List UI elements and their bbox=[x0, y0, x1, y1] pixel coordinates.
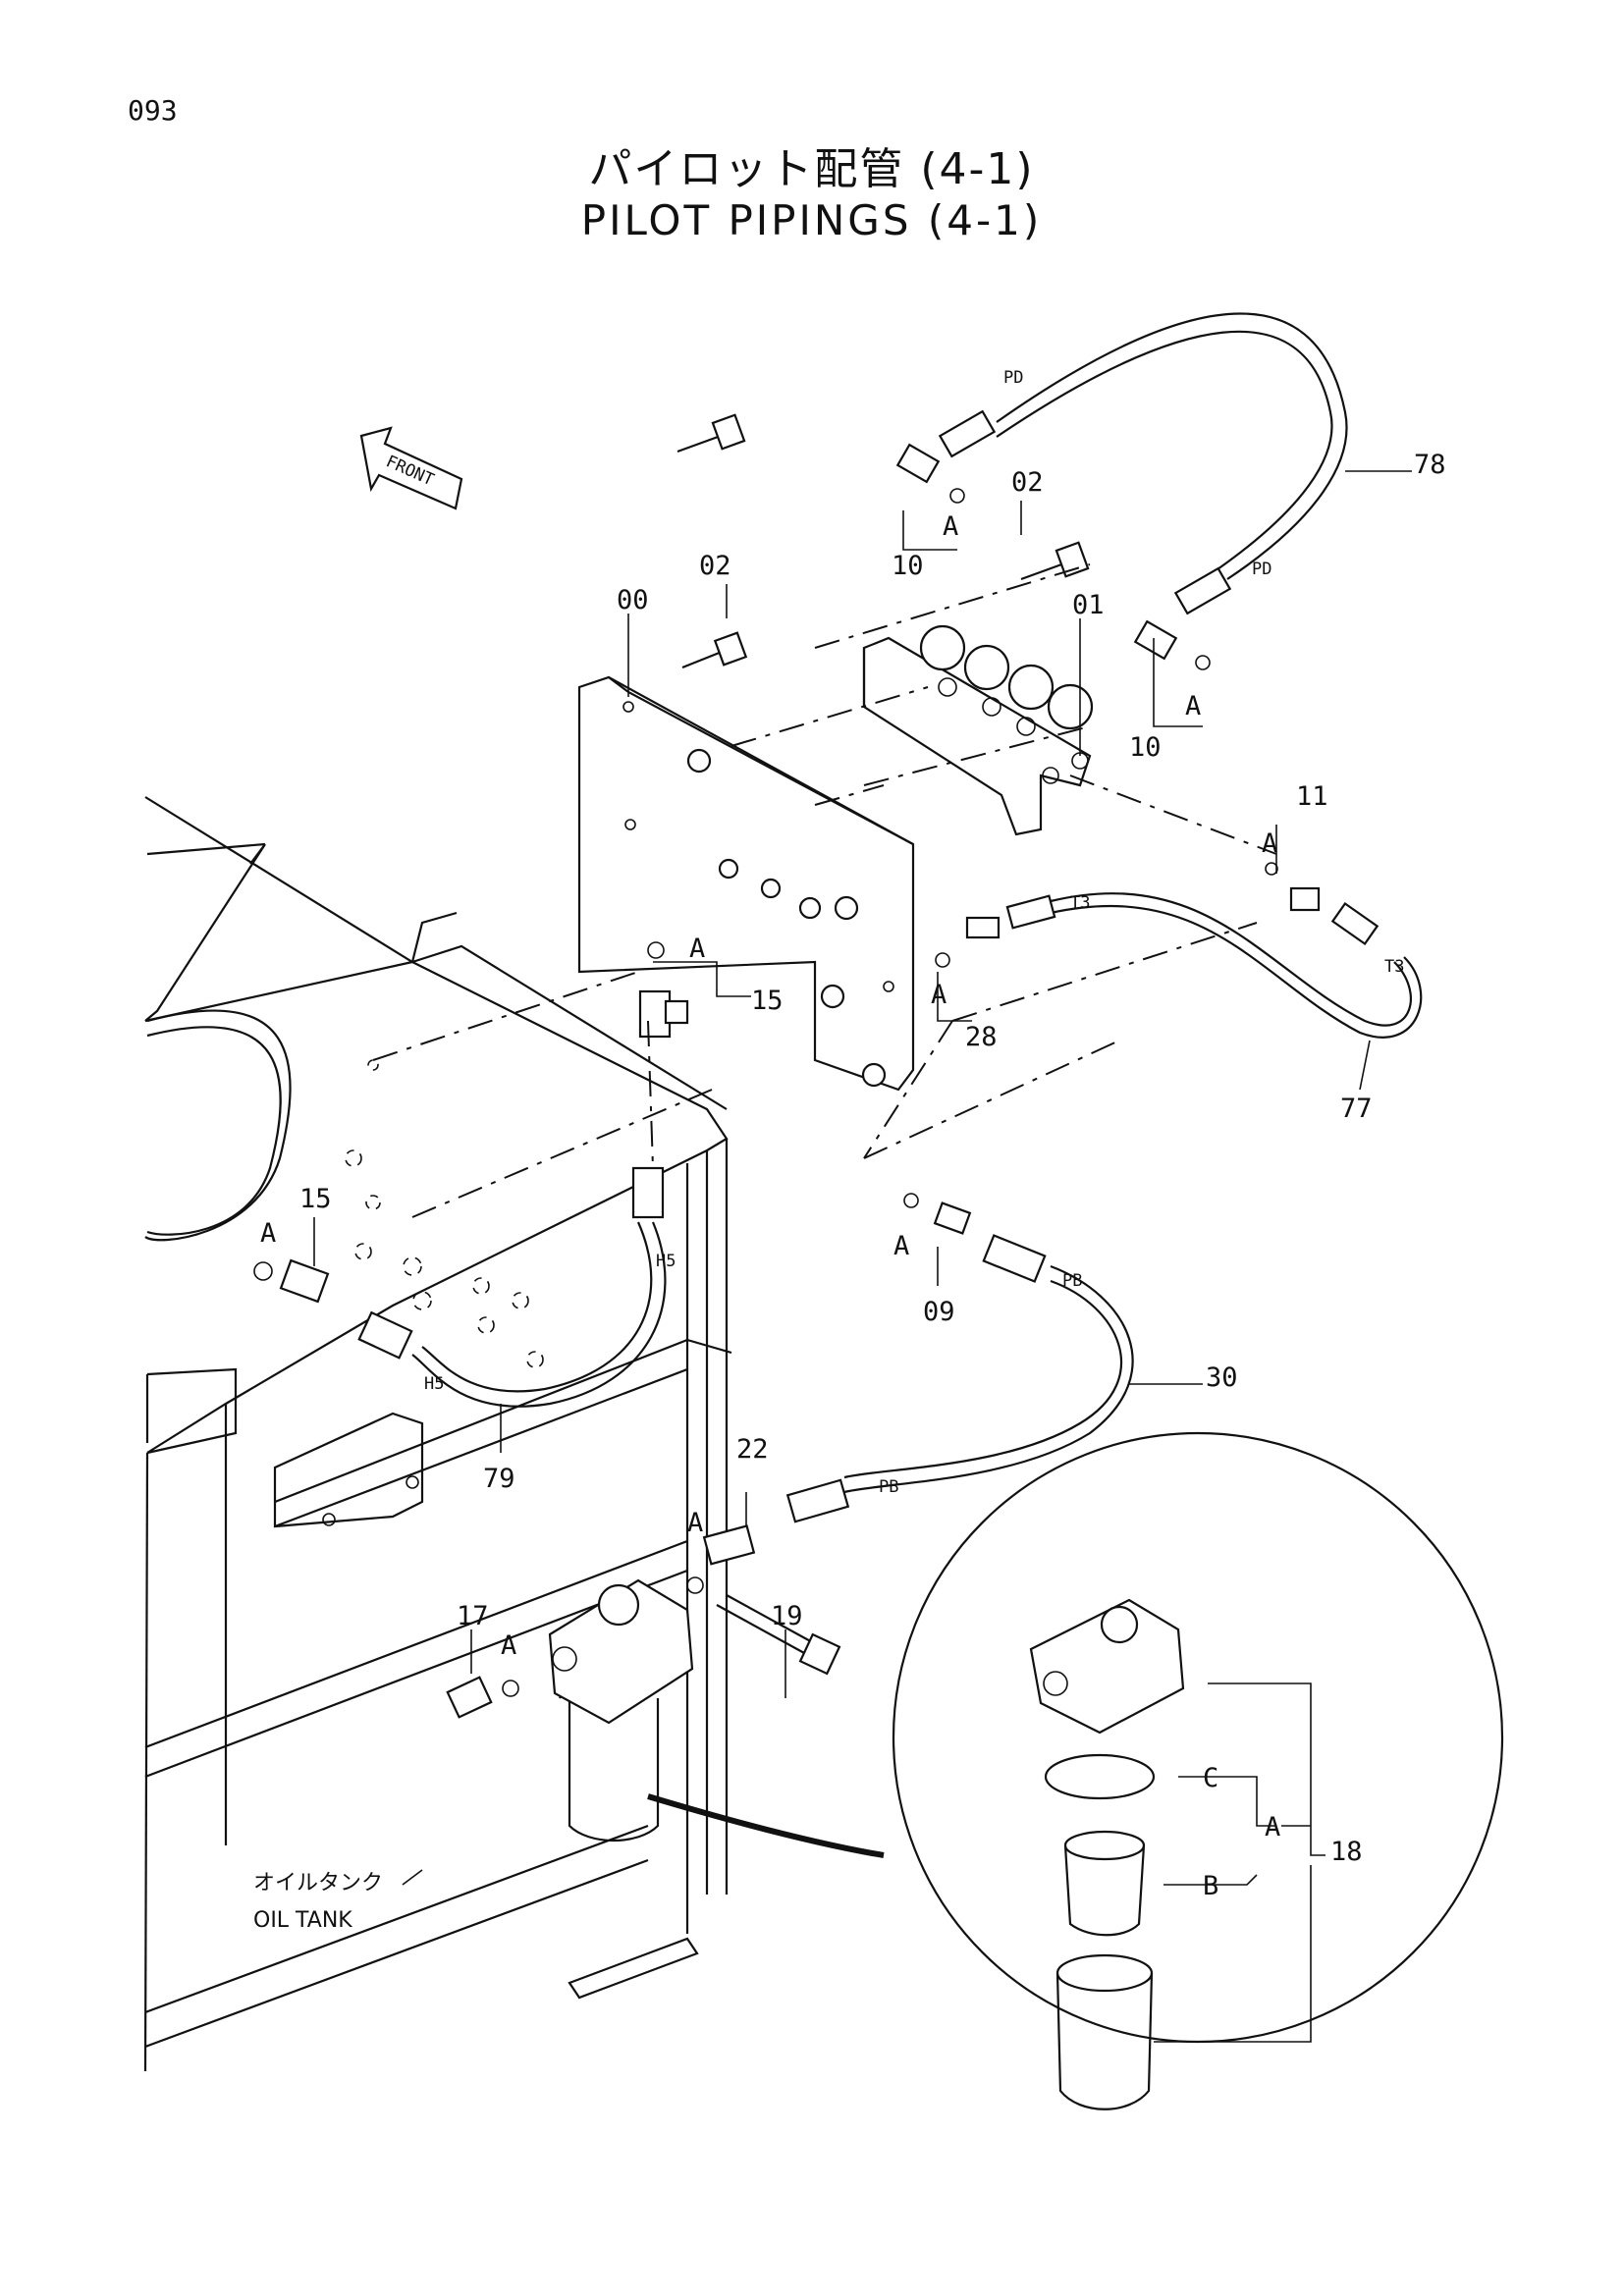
callout-22: 22 bbox=[736, 1434, 769, 1465]
callout-19: 19 bbox=[771, 1601, 803, 1631]
title-english: PILOT PIPINGS (4-1) bbox=[580, 196, 1043, 244]
callout-02-left: 02 bbox=[699, 551, 731, 581]
pilot-valve-block bbox=[862, 624, 1094, 836]
callouts: 00 01 02 02 10 10 11 15 15 28 78 77 09 3… bbox=[299, 450, 1446, 1867]
fittings bbox=[253, 413, 1321, 1719]
callout-79: 79 bbox=[483, 1464, 515, 1494]
kit-letter-a: A bbox=[260, 1218, 276, 1249]
page-number: 093 bbox=[128, 94, 178, 127]
kit-letter-a: A bbox=[1265, 1812, 1280, 1842]
callout-15-lower: 15 bbox=[299, 1184, 332, 1214]
front-arrow-label: FRONT bbox=[383, 452, 437, 490]
hose-79 bbox=[357, 1166, 667, 1408]
hose-78 bbox=[895, 312, 1348, 661]
port-pb-upper: PB bbox=[1062, 1271, 1082, 1291]
mounting-plate bbox=[577, 675, 915, 1092]
callout-30: 30 bbox=[1206, 1362, 1238, 1393]
kit-letter-a: A bbox=[1262, 828, 1277, 859]
callout-78: 78 bbox=[1414, 450, 1446, 480]
port-pd-upper: PD bbox=[1003, 368, 1023, 388]
oil-tank-label: オイルタンク OIL TANK bbox=[253, 1869, 423, 1933]
port-pb-lower: PB bbox=[879, 1477, 898, 1497]
kit-letter-a: A bbox=[501, 1630, 516, 1661]
kit-letter-a: A bbox=[931, 980, 947, 1010]
callout-10-right: 10 bbox=[1129, 732, 1162, 763]
callout-15-upper: 15 bbox=[751, 986, 784, 1016]
callout-77: 77 bbox=[1340, 1094, 1373, 1124]
port-labels: PD PD T3 T3 PB PB H5 H5 bbox=[424, 368, 1404, 1497]
filter-detail-circle bbox=[647, 1431, 1504, 2110]
callout-11: 11 bbox=[1296, 781, 1328, 812]
title-japanese: パイロット配管 (4-1) bbox=[588, 144, 1035, 194]
oil-tank-body bbox=[143, 796, 732, 2072]
kit-letter-a: A bbox=[689, 934, 705, 964]
pilot-filter bbox=[548, 1578, 694, 1842]
center-lines bbox=[372, 563, 1277, 1218]
callout-01: 01 bbox=[1072, 590, 1105, 620]
kit-letter-c: C bbox=[1203, 1763, 1218, 1793]
hose-77 bbox=[1005, 892, 1423, 1039]
kit-letter-a: A bbox=[687, 1508, 703, 1538]
port-pd-lower: PD bbox=[1252, 560, 1271, 579]
port-h5-lower: H5 bbox=[424, 1374, 444, 1394]
kit-letters: A A A A A A A A A A B C bbox=[260, 511, 1280, 1901]
callout-17: 17 bbox=[457, 1601, 489, 1631]
kit-letter-a: A bbox=[1185, 691, 1201, 721]
kit-letter-a: A bbox=[893, 1231, 909, 1261]
callout-10-left: 10 bbox=[892, 551, 924, 581]
port-h5-upper: H5 bbox=[656, 1252, 676, 1271]
oil-tank-label-jp: オイルタンク bbox=[253, 1871, 383, 1896]
port-t3-left: T3 bbox=[1070, 893, 1090, 913]
callout-09: 09 bbox=[923, 1297, 955, 1327]
callout-28: 28 bbox=[965, 1022, 998, 1052]
kit-letter-b: B bbox=[1203, 1871, 1218, 1901]
front-arrow-icon: FRONT bbox=[359, 426, 463, 510]
kit-letter-a: A bbox=[943, 511, 958, 542]
port-t3-right: T3 bbox=[1384, 957, 1404, 977]
callout-00: 00 bbox=[617, 585, 649, 615]
hose-30 bbox=[785, 1234, 1134, 1523]
oil-tank-label-en: OIL TANK bbox=[253, 1908, 352, 1933]
callout-02-right: 02 bbox=[1011, 467, 1044, 498]
callout-18: 18 bbox=[1330, 1837, 1363, 1867]
leader-lines bbox=[313, 470, 1412, 2043]
